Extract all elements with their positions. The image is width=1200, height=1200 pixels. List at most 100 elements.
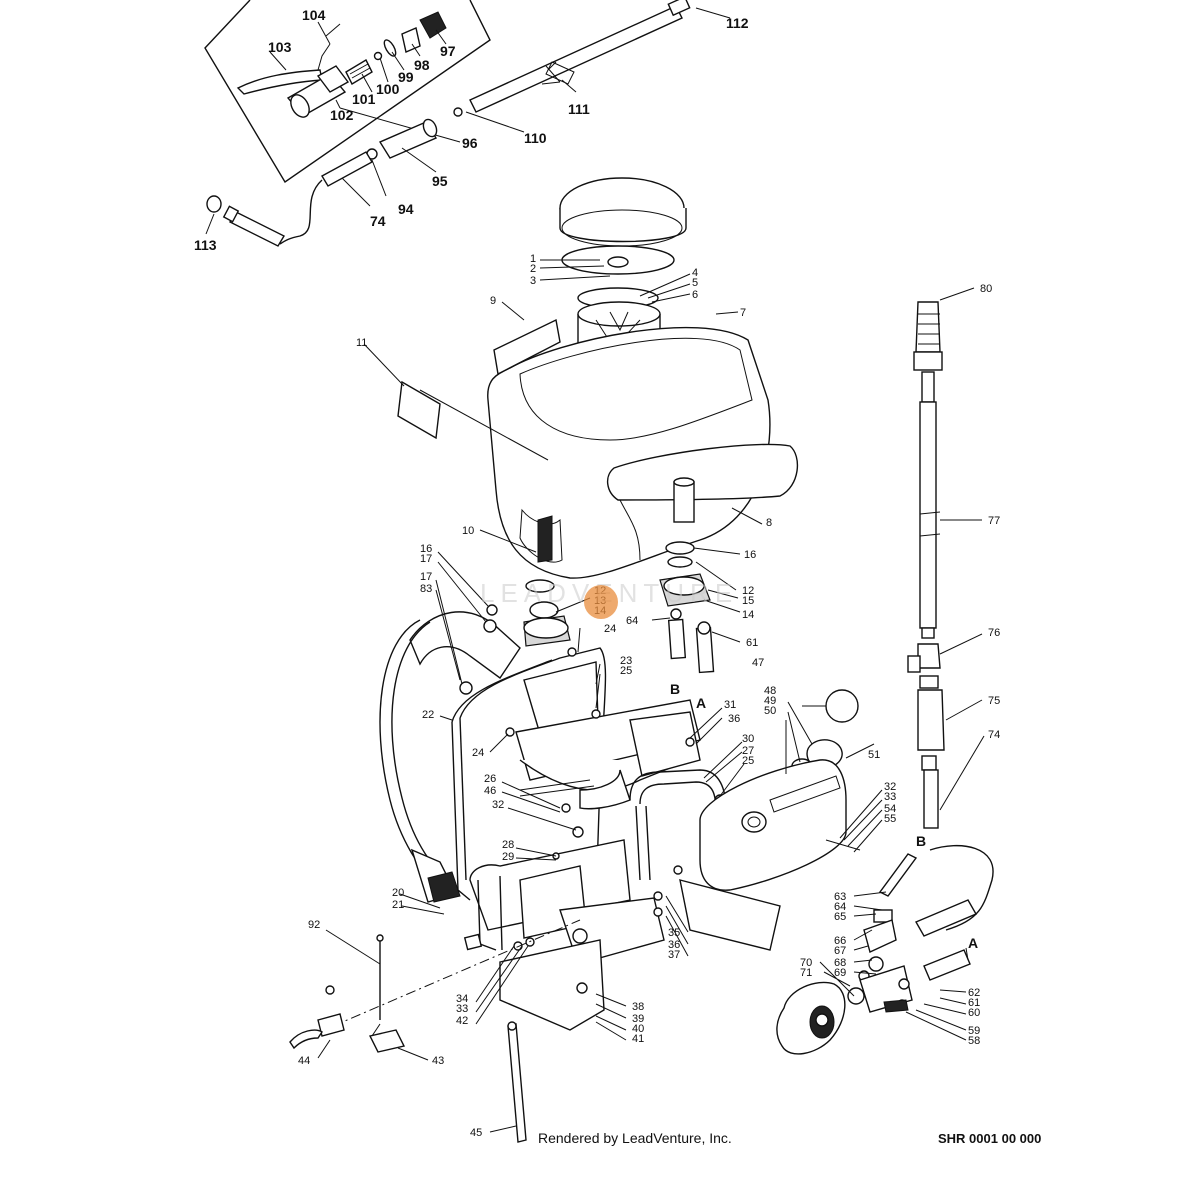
svg-text:64: 64 (626, 615, 638, 627)
svg-text:35: 35 (668, 927, 680, 939)
left-outlet-valve: 10 (462, 515, 591, 647)
svg-text:27: 27 (742, 745, 754, 757)
svg-text:61: 61 (968, 997, 980, 1009)
svg-text:26: 26 (484, 773, 496, 785)
svg-text:A: A (696, 695, 706, 711)
svg-text:74: 74 (370, 213, 386, 229)
svg-text:36: 36 (728, 713, 740, 725)
svg-text:32: 32 (884, 781, 896, 793)
svg-text:A: A (968, 935, 978, 951)
rendered-by-credit: Rendered by LeadVenture, Inc. (538, 1130, 732, 1146)
svg-text:100: 100 (376, 81, 400, 97)
svg-text:30: 30 (742, 733, 754, 745)
svg-text:24: 24 (604, 623, 616, 635)
main-tank: 7 9 11 8 (356, 295, 799, 579)
svg-text:12: 12 (742, 585, 754, 597)
svg-text:66: 66 (834, 935, 846, 947)
svg-text:10: 10 (462, 525, 474, 537)
svg-text:80: 80 (980, 283, 992, 295)
spray-handle: 95 94 74 113 (194, 118, 448, 253)
svg-text:97: 97 (440, 43, 456, 59)
svg-text:58: 58 (968, 1035, 980, 1047)
svg-text:45: 45 (470, 1127, 482, 1139)
svg-text:111: 111 (568, 101, 590, 117)
svg-text:110: 110 (524, 130, 547, 146)
svg-text:41: 41 (632, 1033, 644, 1045)
svg-text:69: 69 (834, 967, 846, 979)
selected-part-hotspot[interactable] (584, 585, 618, 619)
svg-text:103: 103 (268, 39, 292, 55)
svg-text:39: 39 (632, 1013, 644, 1025)
spray-wand-inset: 104 103 97 98 99 101 100 102 96 (204, 0, 491, 184)
svg-text:74: 74 (988, 729, 1000, 741)
svg-text:67: 67 (834, 945, 846, 957)
svg-text:21: 21 (392, 899, 404, 911)
svg-text:17: 17 (420, 553, 432, 565)
svg-text:43: 43 (432, 1055, 444, 1067)
svg-text:50: 50 (764, 705, 776, 717)
svg-text:15: 15 (742, 595, 754, 607)
svg-text:102: 102 (330, 107, 354, 123)
svg-text:8: 8 (766, 517, 772, 529)
svg-text:2: 2 (530, 263, 536, 275)
svg-text:16: 16 (744, 549, 756, 561)
svg-text:14: 14 (742, 609, 754, 621)
svg-text:B: B (916, 833, 926, 849)
right-outlet-valve: 16 12 15 14 64 61 B A (626, 541, 758, 711)
svg-text:98: 98 (414, 57, 430, 73)
svg-text:23: 23 (620, 655, 632, 667)
svg-text:94: 94 (398, 201, 414, 217)
svg-text:48: 48 (764, 685, 776, 697)
svg-text:71: 71 (800, 967, 812, 979)
pump-handle-linkage: 92 44 43 45 (289, 919, 581, 1143)
svg-text:6: 6 (692, 289, 698, 301)
svg-text:3: 3 (530, 275, 536, 287)
svg-text:76: 76 (988, 627, 1000, 639)
svg-text:37: 37 (668, 949, 680, 961)
svg-text:44: 44 (298, 1055, 310, 1067)
svg-text:68: 68 (834, 957, 846, 969)
svg-text:61: 61 (746, 637, 758, 649)
svg-text:60: 60 (968, 1007, 980, 1019)
svg-text:96: 96 (462, 135, 478, 151)
svg-text:42: 42 (456, 1015, 468, 1027)
svg-text:65: 65 (834, 911, 846, 923)
svg-text:77: 77 (988, 515, 1000, 527)
svg-text:63: 63 (834, 891, 846, 903)
svg-text:40: 40 (632, 1023, 644, 1035)
diagram-code: SHR 0001 00 000 (938, 1131, 1042, 1146)
svg-text:92: 92 (308, 919, 320, 931)
svg-text:75: 75 (988, 695, 1000, 707)
svg-text:64: 64 (834, 901, 846, 913)
svg-text:34: 34 (456, 993, 468, 1005)
svg-text:9: 9 (490, 295, 496, 307)
pump-chamber: 47 48 49 50 51 32 33 54 55 (699, 657, 896, 891)
svg-text:54: 54 (884, 803, 896, 815)
svg-text:51: 51 (868, 749, 880, 761)
svg-text:104: 104 (302, 7, 326, 23)
svg-text:17: 17 (420, 571, 432, 583)
svg-text:24: 24 (472, 747, 484, 759)
svg-text:47: 47 (752, 657, 764, 669)
svg-text:46: 46 (484, 785, 496, 797)
svg-text:33: 33 (884, 791, 896, 803)
wand-tube: 111 110 112 (453, 0, 749, 146)
svg-text:38: 38 (632, 1001, 644, 1013)
svg-text:11: 11 (356, 337, 367, 349)
svg-text:7: 7 (740, 307, 746, 319)
svg-text:5: 5 (692, 277, 698, 289)
svg-text:70: 70 (800, 957, 812, 969)
svg-text:1: 1 (530, 253, 536, 265)
svg-text:29: 29 (502, 851, 514, 863)
svg-text:101: 101 (352, 91, 376, 107)
svg-text:25: 25 (620, 665, 632, 677)
svg-text:22: 22 (422, 709, 434, 721)
svg-text:33: 33 (456, 1003, 468, 1015)
extension-wand: 80 77 76 75 74 B (907, 283, 1000, 849)
svg-text:36: 36 (668, 939, 680, 951)
svg-text:83: 83 (420, 583, 432, 595)
svg-text:20: 20 (392, 887, 404, 899)
svg-text:16: 16 (420, 543, 432, 555)
svg-text:55: 55 (884, 813, 896, 825)
